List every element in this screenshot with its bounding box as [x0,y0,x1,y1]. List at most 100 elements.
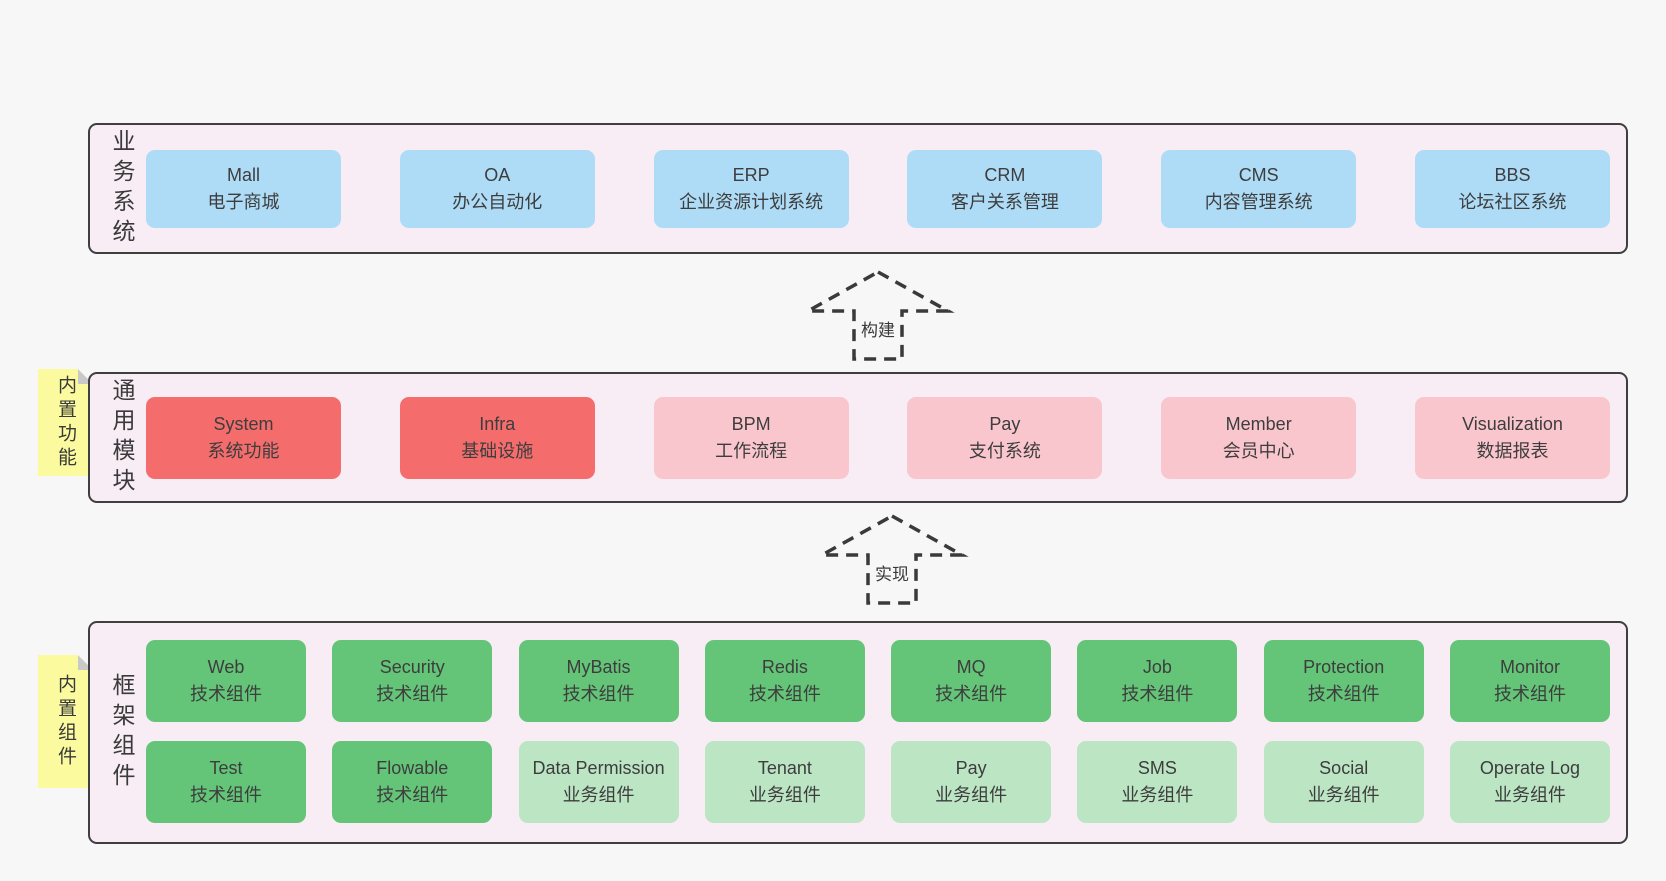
box-title: Data Permission [532,758,665,778]
box-subtitle: 支付系统 [968,440,1041,461]
box-title: Mall [226,164,260,185]
box-security: Security 技术组件 [332,640,493,722]
box-subtitle: 技术组件 [935,684,1008,704]
box-title: CRM [984,164,1026,185]
box-subtitle: 技术组件 [376,684,449,704]
box-cms: CMS 内容管理系统 [1161,149,1357,228]
component-grid: Web 技术组件 Security 技术组件 MyBatis 技术组件 Redi… [146,640,1610,823]
box-data-permission: Data Permission 业务组件 [518,741,679,823]
component-row-2: Test 技术组件 Flowable 技术组件 Data Permission … [146,741,1610,823]
section-title-modules: 通用模块 [109,377,135,498]
box-subtitle: 业务组件 [748,785,821,805]
box-subtitle: 内容管理系统 [1204,191,1313,212]
box-title: CMS [1238,164,1279,185]
box-subtitle: 会员中心 [1222,440,1295,461]
box-title: MQ [956,657,986,677]
section-framework-components: 框架组件 Web 技术组件 Security 技术组件 MyBatis 技术组件… [88,621,1628,844]
box-sms: SMS 业务组件 [1077,741,1238,823]
arrow-label: 实现 [871,560,913,585]
box-subtitle: 系统功能 [207,440,280,461]
section-title-components: 框架组件 [109,672,135,793]
arrow-implement: 实现 [815,513,969,606]
box-title: System [213,413,274,434]
box-title: Tenant [757,758,812,778]
box-title: BPM [731,413,771,434]
box-web: Web 技术组件 [146,640,306,722]
box-social: Social 业务组件 [1263,741,1424,823]
section-title-business: 业务系统 [109,128,135,249]
box-crm: CRM 客户关系管理 [907,149,1103,228]
box-tenant: Tenant 业务组件 [704,741,865,823]
module-boxes: System 系统功能 Infra 基础设施 BPM 工作流程 Pay 支付系统… [146,374,1610,501]
section-common-modules: 通用模块 System 系统功能 Infra 基础设施 BPM 工作流程 Pay… [88,372,1628,503]
box-subtitle: 技术组件 [190,684,262,704]
box-title: Operate Log [1479,758,1580,778]
box-title: Web [207,657,245,677]
box-subtitle: 技术组件 [1121,684,1194,704]
box-title: MyBatis [566,657,631,677]
box-oa: OA 办公自动化 [399,149,595,228]
box-protection: Protection 技术组件 [1263,640,1424,722]
box-title: Protection [1303,657,1385,677]
box-subtitle: 业务组件 [1307,785,1380,805]
box-visualization: Visualization 数据报表 [1414,396,1610,479]
box-erp: ERP 企业资源计划系统 [653,149,849,228]
box-subtitle: 办公自动化 [452,191,543,212]
box-bpm: BPM 工作流程 [653,396,849,479]
box-title: Pay [955,758,987,778]
box-title: Infra [479,413,516,434]
box-title: Visualization [1462,413,1563,434]
box-subtitle: 工作流程 [715,440,788,461]
box-subtitle: 电子商城 [207,191,280,212]
box-title: Job [1142,657,1172,677]
box-subtitle: 业务组件 [562,785,635,805]
box-title: SMS [1137,758,1177,778]
box-pay-biz: Pay 业务组件 [891,741,1052,823]
box-subtitle: 技术组件 [376,785,449,805]
box-bbs: BBS 论坛社区系统 [1414,149,1610,228]
arrow-shape [801,269,955,361]
box-title: Redis [761,657,808,677]
box-subtitle: 技术组件 [748,684,821,704]
arrow-build: 构建 [801,269,955,362]
box-title: ERP [732,164,770,185]
box-operate-log: Operate Log 业务组件 [1449,741,1610,823]
box-subtitle: 企业资源计划系统 [679,191,824,212]
box-title: Flowable [376,758,449,778]
arrow-label: 构建 [857,316,899,341]
box-subtitle: 技术组件 [562,684,635,704]
box-infra: Infra 基础设施 [399,396,595,479]
box-system: System 系统功能 [146,396,341,479]
sticky-label: 内置功能 [55,374,76,471]
box-mq: MQ 技术组件 [891,640,1052,722]
sticky-label: 内置组件 [55,673,76,770]
box-subtitle: 技术组件 [1307,684,1380,704]
box-mall: Mall 电子商城 [146,149,341,228]
box-subtitle: 技术组件 [1493,684,1566,704]
box-title: Test [209,758,243,778]
box-subtitle: 业务组件 [1493,785,1566,805]
component-row-1: Web 技术组件 Security 技术组件 MyBatis 技术组件 Redi… [146,640,1610,722]
box-title: Member [1225,413,1292,434]
box-subtitle: 论坛社区系统 [1458,191,1567,212]
box-subtitle: 技术组件 [190,785,262,805]
box-subtitle: 业务组件 [935,785,1008,805]
box-subtitle: 基础设施 [461,440,534,461]
box-title: Monitor [1499,657,1560,677]
box-title: Pay [989,413,1021,434]
box-monitor: Monitor 技术组件 [1449,640,1610,722]
box-subtitle: 数据报表 [1476,440,1549,461]
box-title: OA [484,164,511,185]
box-title: Social [1319,758,1369,778]
box-redis: Redis 技术组件 [704,640,865,722]
box-mybatis: MyBatis 技术组件 [518,640,679,722]
arrow-shape [815,513,969,605]
box-pay: Pay 支付系统 [907,396,1103,479]
box-subtitle: 客户关系管理 [950,191,1059,212]
box-title: Security [379,657,445,677]
box-title: BBS [1494,164,1531,185]
business-boxes: Mall 电子商城 OA 办公自动化 ERP 企业资源计划系统 CRM 客户关系… [146,125,1610,252]
sticky-note-builtin-features: 内置功能 [38,369,93,476]
sticky-note-builtin-components: 内置组件 [38,655,93,788]
